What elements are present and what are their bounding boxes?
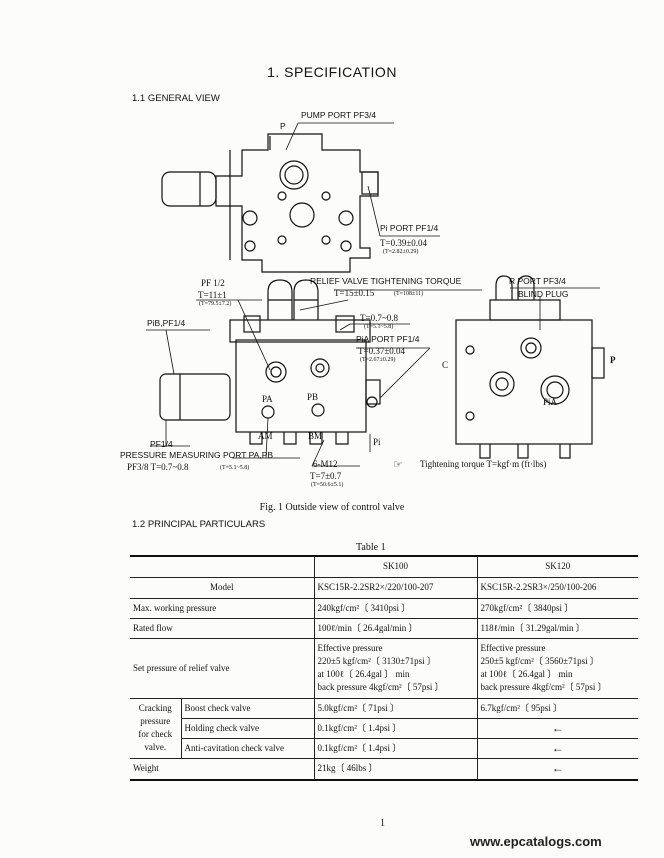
row-label: Holding check valve xyxy=(180,717,314,739)
table-header-row: SK100 SK120 xyxy=(130,555,638,578)
row-label: Set pressure of relief valve xyxy=(130,637,314,699)
cell-sk120: Effective pressure 250±5 kgf/cm²〔 3560±7… xyxy=(476,637,638,699)
relief-torque-label: RELIEF VALVE TIGHTENING TORQUE xyxy=(310,276,462,286)
relief-sk100-line: 220±5 kgf/cm²〔 3130±71psi 〕 xyxy=(317,656,436,666)
relief-sk120-line: Effective pressure xyxy=(480,643,546,653)
cell-sk100: Effective pressure 220±5 kgf/cm²〔 3130±7… xyxy=(313,637,477,699)
row-label: Weight xyxy=(130,757,314,781)
table-row: Rated flow 100ℓ/min〔 26.4gal/min 〕 118ℓ/… xyxy=(130,617,638,639)
cell-sk100: 21kg〔 46lbs 〕 xyxy=(313,757,477,781)
section-particulars-heading: 1.2 PRINCIPAL PARTICULARS xyxy=(132,519,266,530)
pia-port-label: PiA PORT PF1/4 xyxy=(356,334,420,344)
table-row-relief: Set pressure of relief valve Effective p… xyxy=(130,637,638,699)
control-valve-drawing xyxy=(146,122,605,467)
cell-sk120: 6.7kgf/cm²〔 95psi 〕 xyxy=(476,697,638,719)
row-label: Anti-cavitation check valve xyxy=(180,737,314,759)
section-general-view-heading: 1.1 GENERAL VIEW xyxy=(132,93,220,104)
pi-label: Pi xyxy=(373,437,381,447)
pi-port-torque: T=0.39±0.04 xyxy=(380,238,428,248)
pia-torque-ft: (T=2.67±0.29) xyxy=(360,357,396,363)
pa-label: PA xyxy=(262,394,273,404)
cracking-label-line: for check xyxy=(138,729,173,739)
header-sk120: SK120 xyxy=(476,555,638,578)
pib-label: PiB,PF1/4 xyxy=(147,318,186,328)
pia-torque: T=0.37±0.04 xyxy=(358,346,406,356)
pf12-torque: T=11±1 xyxy=(198,290,227,300)
page-title: 1. SPECIFICATION xyxy=(267,64,397,80)
same-as-left-arrow: ← xyxy=(476,737,638,759)
cracking-group-label: Cracking pressure for check valve. xyxy=(130,697,181,759)
cell-sk100: 100ℓ/min〔 26.4gal/min 〕 xyxy=(313,617,477,639)
m12-torque: T=7±0.7 xyxy=(310,471,342,481)
figure-caption: Fig. 1 Outside view of control valve xyxy=(259,502,405,513)
r-port-label: R PORT PF3/4 xyxy=(509,276,566,286)
torque-note-icon: ☞ xyxy=(393,459,403,471)
same-as-left-arrow: ← xyxy=(476,717,638,739)
watermark: www.epcatalogs.com xyxy=(470,834,602,849)
pi-port-torque-ft: (T=2.82±0.29) xyxy=(383,249,419,255)
am-label: AM xyxy=(258,431,273,441)
cell-sk100: KSC15R-2.2SR2×/220/100-207 xyxy=(313,576,477,599)
relief-sk100-line: Effective pressure xyxy=(317,643,383,653)
table-row: Anti-cavitation check valve 0.1kgf/cm²〔 … xyxy=(130,737,638,759)
cracking-label-line: valve. xyxy=(144,742,167,752)
pump-port-label: PUMP PORT PF3/4 xyxy=(301,110,377,120)
torque-note: Tightening torque T=kgf·m (ft·lbs) xyxy=(420,459,547,469)
pia-label: PiA xyxy=(543,397,558,407)
cell-sk120: 118ℓ/min〔 31.29gal/min 〕 xyxy=(476,617,638,639)
table-row: Weight 21kg〔 46lbs 〕 ← xyxy=(130,757,638,781)
p-label-right: P xyxy=(610,355,616,365)
relief-torque-ft: (T=108±11) xyxy=(394,291,424,297)
c-label: C xyxy=(442,360,449,370)
table-row: Holding check valve 0.1kgf/cm²〔 1.4psi 〕… xyxy=(130,717,638,739)
table-row: Max. working pressure 240kgf/cm²〔 3410ps… xyxy=(130,597,638,619)
row-label: Boost check valve xyxy=(180,697,314,719)
row-label: Max. working pressure xyxy=(130,597,314,619)
t07-ft: (T=5.1~5.8) xyxy=(364,324,394,330)
pf12-torque-ft: (T=79.5±7.2) xyxy=(199,301,232,307)
p-label-top: P xyxy=(280,121,286,131)
relief-sk100-line: at 100ℓ〔 26.4gal 〕 min xyxy=(317,669,410,679)
cell-sk100: 0.1kgf/cm²〔 1.4psi 〕 xyxy=(313,717,477,739)
row-label: Model xyxy=(130,576,314,599)
pf38-ft: (T=5.1~5.8) xyxy=(220,465,250,471)
relief-sk120-line: back pressure 4kgf/cm²〔 57psi 〕 xyxy=(480,682,607,692)
m12-label: 6-M12 xyxy=(313,459,338,469)
cell-sk120: 270kgf/cm²〔 3840psi 〕 xyxy=(476,597,638,619)
pf38-label: PF3/8 T=0.7~0.8 xyxy=(127,462,189,472)
table-caption: Table 1 xyxy=(356,542,386,553)
pi-port-label: Pi PORT PF1/4 xyxy=(380,223,439,233)
relief-sk100-line: back pressure 4kgf/cm²〔 57psi 〕 xyxy=(317,682,444,692)
pf14-label: PF1/4 xyxy=(150,439,173,449)
relief-sk120-line: at 100ℓ〔 26.4gal 〕 min xyxy=(480,669,573,679)
principal-particulars-table: SK100 SK120 Model KSC15R-2.2SR2×/220/100… xyxy=(130,555,638,781)
cell-sk120: KSC15R-2.2SR3×/250/100-206 xyxy=(476,576,638,599)
header-sk100: SK100 xyxy=(313,555,477,578)
t07-label: T=0.7~0.8 xyxy=(360,313,398,323)
bm-label: BM xyxy=(308,431,323,441)
relief-sk120-line: 250±5 kgf/cm²〔 3560±71psi 〕 xyxy=(480,656,599,666)
cell-sk100: 240kgf/cm²〔 3410psi 〕 xyxy=(313,597,477,619)
cracking-label-line: Cracking xyxy=(138,703,172,713)
cell-sk100: 5.0kgf/cm²〔 71psi 〕 xyxy=(313,697,477,719)
pb-label: PB xyxy=(307,392,319,402)
blind-plug-label: BLIND PLUG xyxy=(518,289,569,299)
page-number: 1 xyxy=(380,818,385,829)
pressure-port-label: PRESSURE MEASURING PORT PA,PB xyxy=(120,450,274,460)
cell-sk100: 0.1kgf/cm²〔 1.4psi 〕 xyxy=(313,737,477,759)
cracking-label-line: pressure xyxy=(140,716,171,726)
table-row: Model KSC15R-2.2SR2×/220/100-207 KSC15R-… xyxy=(130,576,638,599)
row-label: Rated flow xyxy=(130,617,314,639)
same-as-left-arrow: ← xyxy=(476,757,638,781)
m12-torque-ft: (T=50.6±5.1) xyxy=(311,482,344,488)
relief-torque: T=15±0.15 xyxy=(334,288,375,298)
pf12-label: PF 1/2 xyxy=(201,278,225,288)
table-row: Cracking pressure for check valve. Boost… xyxy=(130,697,638,759)
